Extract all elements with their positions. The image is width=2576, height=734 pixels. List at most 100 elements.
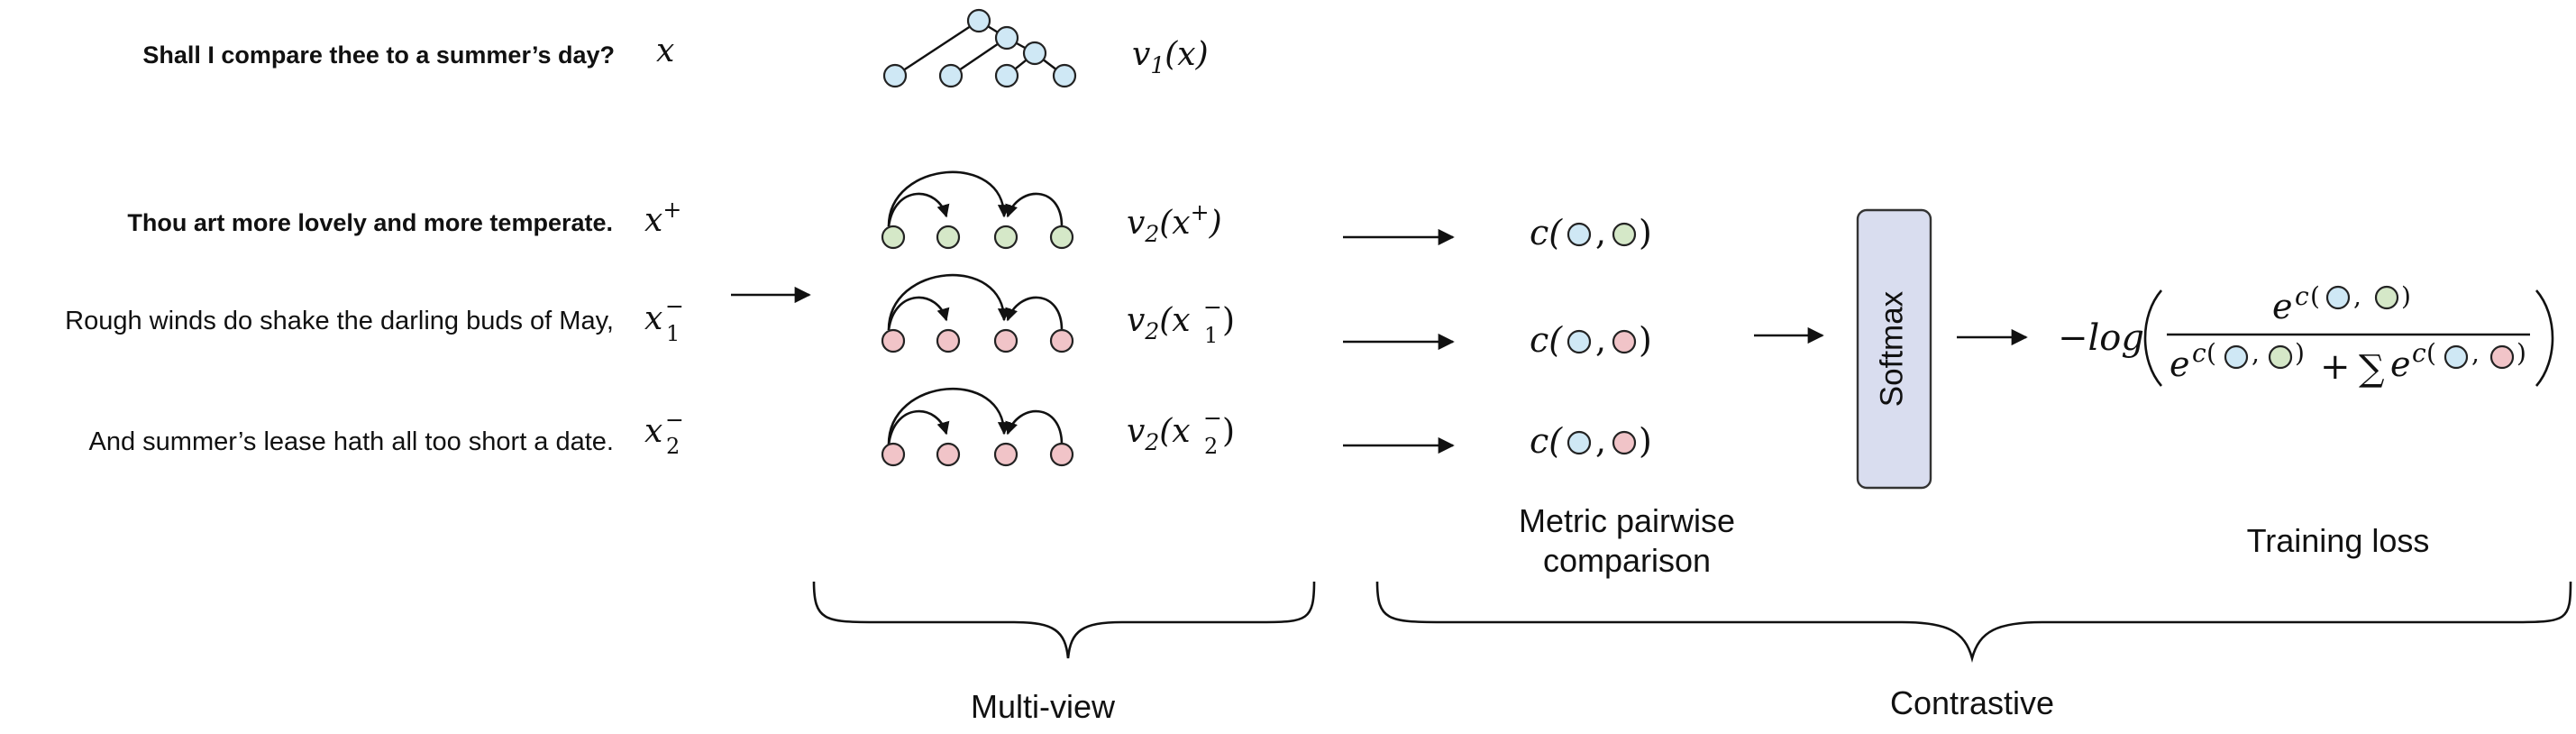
symbol-x-minus-2: x − 2	[644, 407, 684, 459]
svg-text:x: x	[644, 413, 662, 450]
svg-text:): )	[1222, 413, 1235, 450]
comparison-negative-1: c( , )	[1530, 320, 1652, 360]
pair-node-anchor	[1567, 222, 1592, 247]
sentence-positive: Thou art more lovely and more temperate.	[127, 209, 613, 236]
svg-text:,: ,	[2353, 281, 2361, 311]
symbol-x: x	[656, 32, 674, 69]
sentence-negative-2: And summer’s lease hath all too short a …	[89, 427, 614, 456]
svg-text:): )	[1639, 421, 1652, 461]
tree-node	[882, 63, 908, 88]
view-labels: v1(x) v2(x+) v2(x − 1 ) v2(x − 2 )	[1127, 36, 1235, 459]
svg-text:,: ,	[2471, 338, 2480, 368]
tree-node	[1022, 41, 1047, 66]
view-label-v2-negative-2: v2(x − 2 )	[1127, 405, 1235, 459]
svg-text:): )	[1639, 213, 1652, 252]
view-label-v2-negative-1: v2(x − 1 )	[1127, 294, 1235, 348]
svg-text:x: x	[644, 300, 662, 337]
svg-text:2: 2	[1204, 434, 1218, 459]
arc-node	[881, 442, 906, 467]
svg-text:v2(x: v2(x	[1127, 302, 1191, 344]
sentence-list: Shall I compare thee to a summer’s day? …	[65, 41, 615, 456]
svg-text:): )	[2295, 338, 2305, 368]
view-label-v1: v1(x)	[1132, 36, 1209, 78]
svg-text:): )	[1222, 302, 1235, 339]
loss-prefix: −log	[2058, 317, 2144, 359]
symbol-x-minus-1: x − 1	[644, 293, 684, 346]
arc-node	[881, 225, 906, 250]
svg-text:c(: c(	[1530, 213, 1563, 252]
tree-node	[994, 25, 1019, 50]
arc-node	[1049, 328, 1074, 353]
tree-view	[882, 8, 1077, 88]
loss-formula: −log e c ( , ) e c ( , ) + ∑ e c (	[2058, 281, 2554, 390]
arc-node	[1049, 225, 1074, 250]
svg-text:e: e	[2390, 344, 2411, 384]
view-label-v2-positive: v2(x+)	[1127, 199, 1222, 247]
arc-view-negative-2	[881, 387, 1074, 467]
loss-numerator: e c ( , )	[2272, 281, 2411, 326]
contrastive-brace	[1375, 581, 2572, 664]
svg-text:−: −	[1203, 294, 1222, 320]
sentence-anchor: Shall I compare thee to a summer’s day?	[142, 41, 615, 69]
svg-text:c: c	[2412, 338, 2426, 368]
loss-open-paren	[2143, 289, 2162, 387]
multi-view-caption: Multi-view	[971, 688, 1116, 725]
metric-caption-line1: Metric pairwise	[1519, 502, 1735, 539]
svg-text:c: c	[2192, 338, 2206, 368]
svg-text:(: (	[2206, 338, 2216, 368]
pair-node-anchor	[1567, 329, 1592, 354]
arc-node	[936, 442, 961, 467]
svg-text:+: +	[2320, 346, 2351, 388]
comparison-arrows	[1343, 228, 1455, 454]
svg-text:(: (	[2426, 338, 2436, 368]
tree-node	[994, 63, 1019, 88]
loss-close-paren	[2535, 289, 2554, 387]
arc-node	[881, 328, 906, 353]
svg-text:e: e	[2170, 344, 2190, 384]
svg-text:c: c	[2295, 281, 2309, 311]
svg-text:v2(x: v2(x	[1127, 413, 1191, 455]
contrastive-caption: Contrastive	[1890, 684, 2054, 721]
softmax-block: Softmax	[1856, 208, 1932, 490]
svg-text:c(: c(	[1530, 421, 1563, 461]
comparison-negative-2: c( , )	[1530, 421, 1652, 461]
multi-view-brace	[812, 581, 1316, 659]
svg-text:2: 2	[666, 434, 680, 459]
arc-node	[1049, 442, 1074, 467]
svg-text:−: −	[1203, 405, 1222, 431]
svg-text:,: ,	[2252, 338, 2260, 368]
svg-text:−: −	[665, 293, 684, 319]
pair-node-positive	[1612, 222, 1637, 247]
arc-node	[936, 225, 961, 250]
svg-text:,: ,	[1595, 320, 1606, 360]
softmax-box	[1856, 208, 1932, 490]
softmax-label: Softmax	[1874, 290, 1909, 407]
svg-text:): )	[2517, 338, 2526, 368]
svg-text:∑: ∑	[2359, 348, 2385, 390]
arc-node	[993, 442, 1019, 467]
loss-denominator: e c ( , ) + ∑ e c ( , )	[2170, 338, 2526, 390]
pair-node-negative	[1612, 329, 1637, 354]
svg-text:−: −	[665, 407, 684, 433]
arc-node	[993, 328, 1019, 353]
tree-node	[1052, 63, 1077, 88]
svg-text:): )	[2401, 281, 2411, 311]
arc-node	[993, 225, 1019, 250]
pairwise-comparisons: c( , ) c( , ) c( , )	[1530, 213, 1652, 461]
pair-node-negative	[1612, 430, 1637, 455]
training-loss-caption: Training loss	[2247, 522, 2430, 559]
svg-text:,: ,	[1595, 421, 1606, 461]
svg-text:): )	[1639, 320, 1652, 360]
tree-node	[938, 63, 964, 88]
arc-view-positive	[881, 170, 1074, 250]
sentence-symbols: x x+ x − 1 x − 2	[644, 32, 684, 459]
pair-node-anchor	[1567, 430, 1592, 455]
arc-view-negative-1	[881, 273, 1074, 353]
svg-text:,: ,	[1595, 213, 1606, 252]
svg-text:c(: c(	[1530, 320, 1563, 360]
svg-text:(: (	[2310, 281, 2320, 311]
metric-caption-line2: comparison	[1543, 542, 1711, 579]
sentence-negative-1: Rough winds do shake the darling buds of…	[65, 307, 614, 335]
tree-node	[966, 8, 991, 33]
